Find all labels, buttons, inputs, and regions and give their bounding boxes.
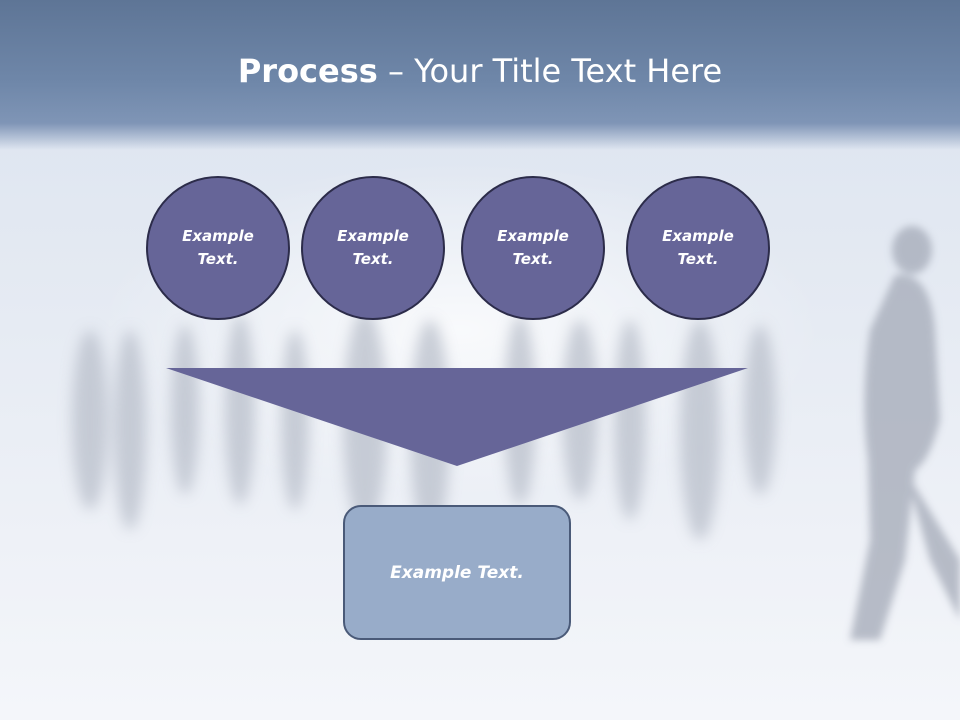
title-band: [0, 0, 960, 150]
title-bold-part: Process: [237, 52, 378, 90]
process-step-1[interactable]: Example Text.: [146, 176, 290, 320]
step-3-line-2: Text.: [512, 250, 554, 268]
step-1-line-2: Text.: [197, 250, 239, 268]
step-4-line-1: Example: [662, 227, 734, 245]
funnel-triangle[interactable]: [166, 368, 748, 466]
process-step-3[interactable]: Example Text.: [461, 176, 605, 320]
result-label: Example Text.: [390, 562, 524, 583]
process-step-4[interactable]: Example Text.: [626, 176, 770, 320]
process-step-2[interactable]: Example Text.: [301, 176, 445, 320]
result-box[interactable]: Example Text.: [343, 505, 571, 640]
step-2-line-1: Example: [337, 227, 409, 245]
step-2-line-2: Text.: [352, 250, 394, 268]
step-1-line-1: Example: [182, 227, 254, 245]
slide-title[interactable]: Process – Your Title Text Here: [0, 52, 960, 90]
step-4-line-2: Text.: [677, 250, 719, 268]
step-3-line-1: Example: [497, 227, 569, 245]
title-rest-part: – Your Title Text Here: [377, 52, 723, 90]
